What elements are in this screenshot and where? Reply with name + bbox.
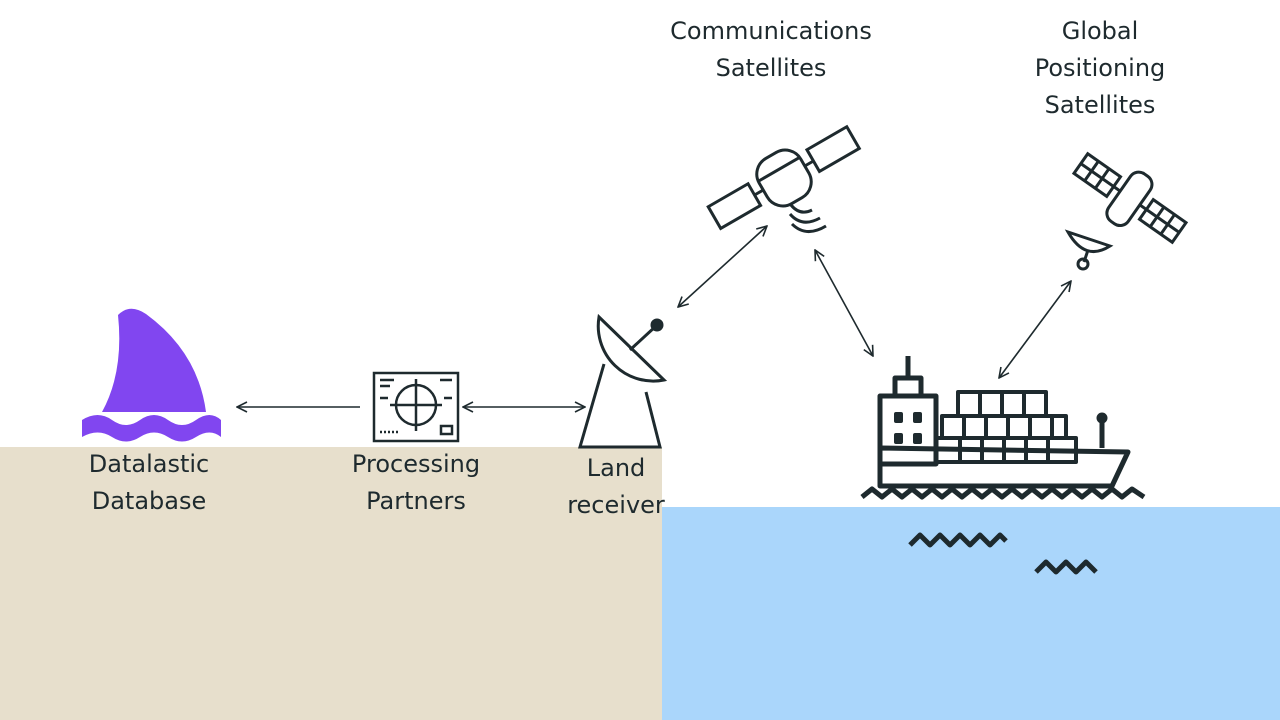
comm-satellites-label: Communications Satellites [670,17,872,82]
connection-arrows [237,226,1071,407]
communication-satellite-icon [706,124,862,233]
gps-satellites-label: Global Positioning Satellites [1034,17,1166,119]
receiver-label: Land receiver [567,454,665,519]
gps-satellite-icon [1064,151,1189,271]
arrow-receiver-comm-satellites [678,226,767,307]
container-ship-icon [860,356,1146,500]
land-region [0,447,662,720]
sea-waves [908,532,1098,575]
partners-label: Processing Partners [351,450,481,515]
ship-windows [894,412,922,444]
shark-fin-icon [82,308,221,442]
arrow-ship-gps-satellites [999,281,1071,378]
satellite-dish-icon [578,313,668,449]
arrow-comm-satellites-ship [815,250,873,356]
database-label: Datalastic Database [88,450,210,515]
processing-terminal-icon [372,371,460,443]
